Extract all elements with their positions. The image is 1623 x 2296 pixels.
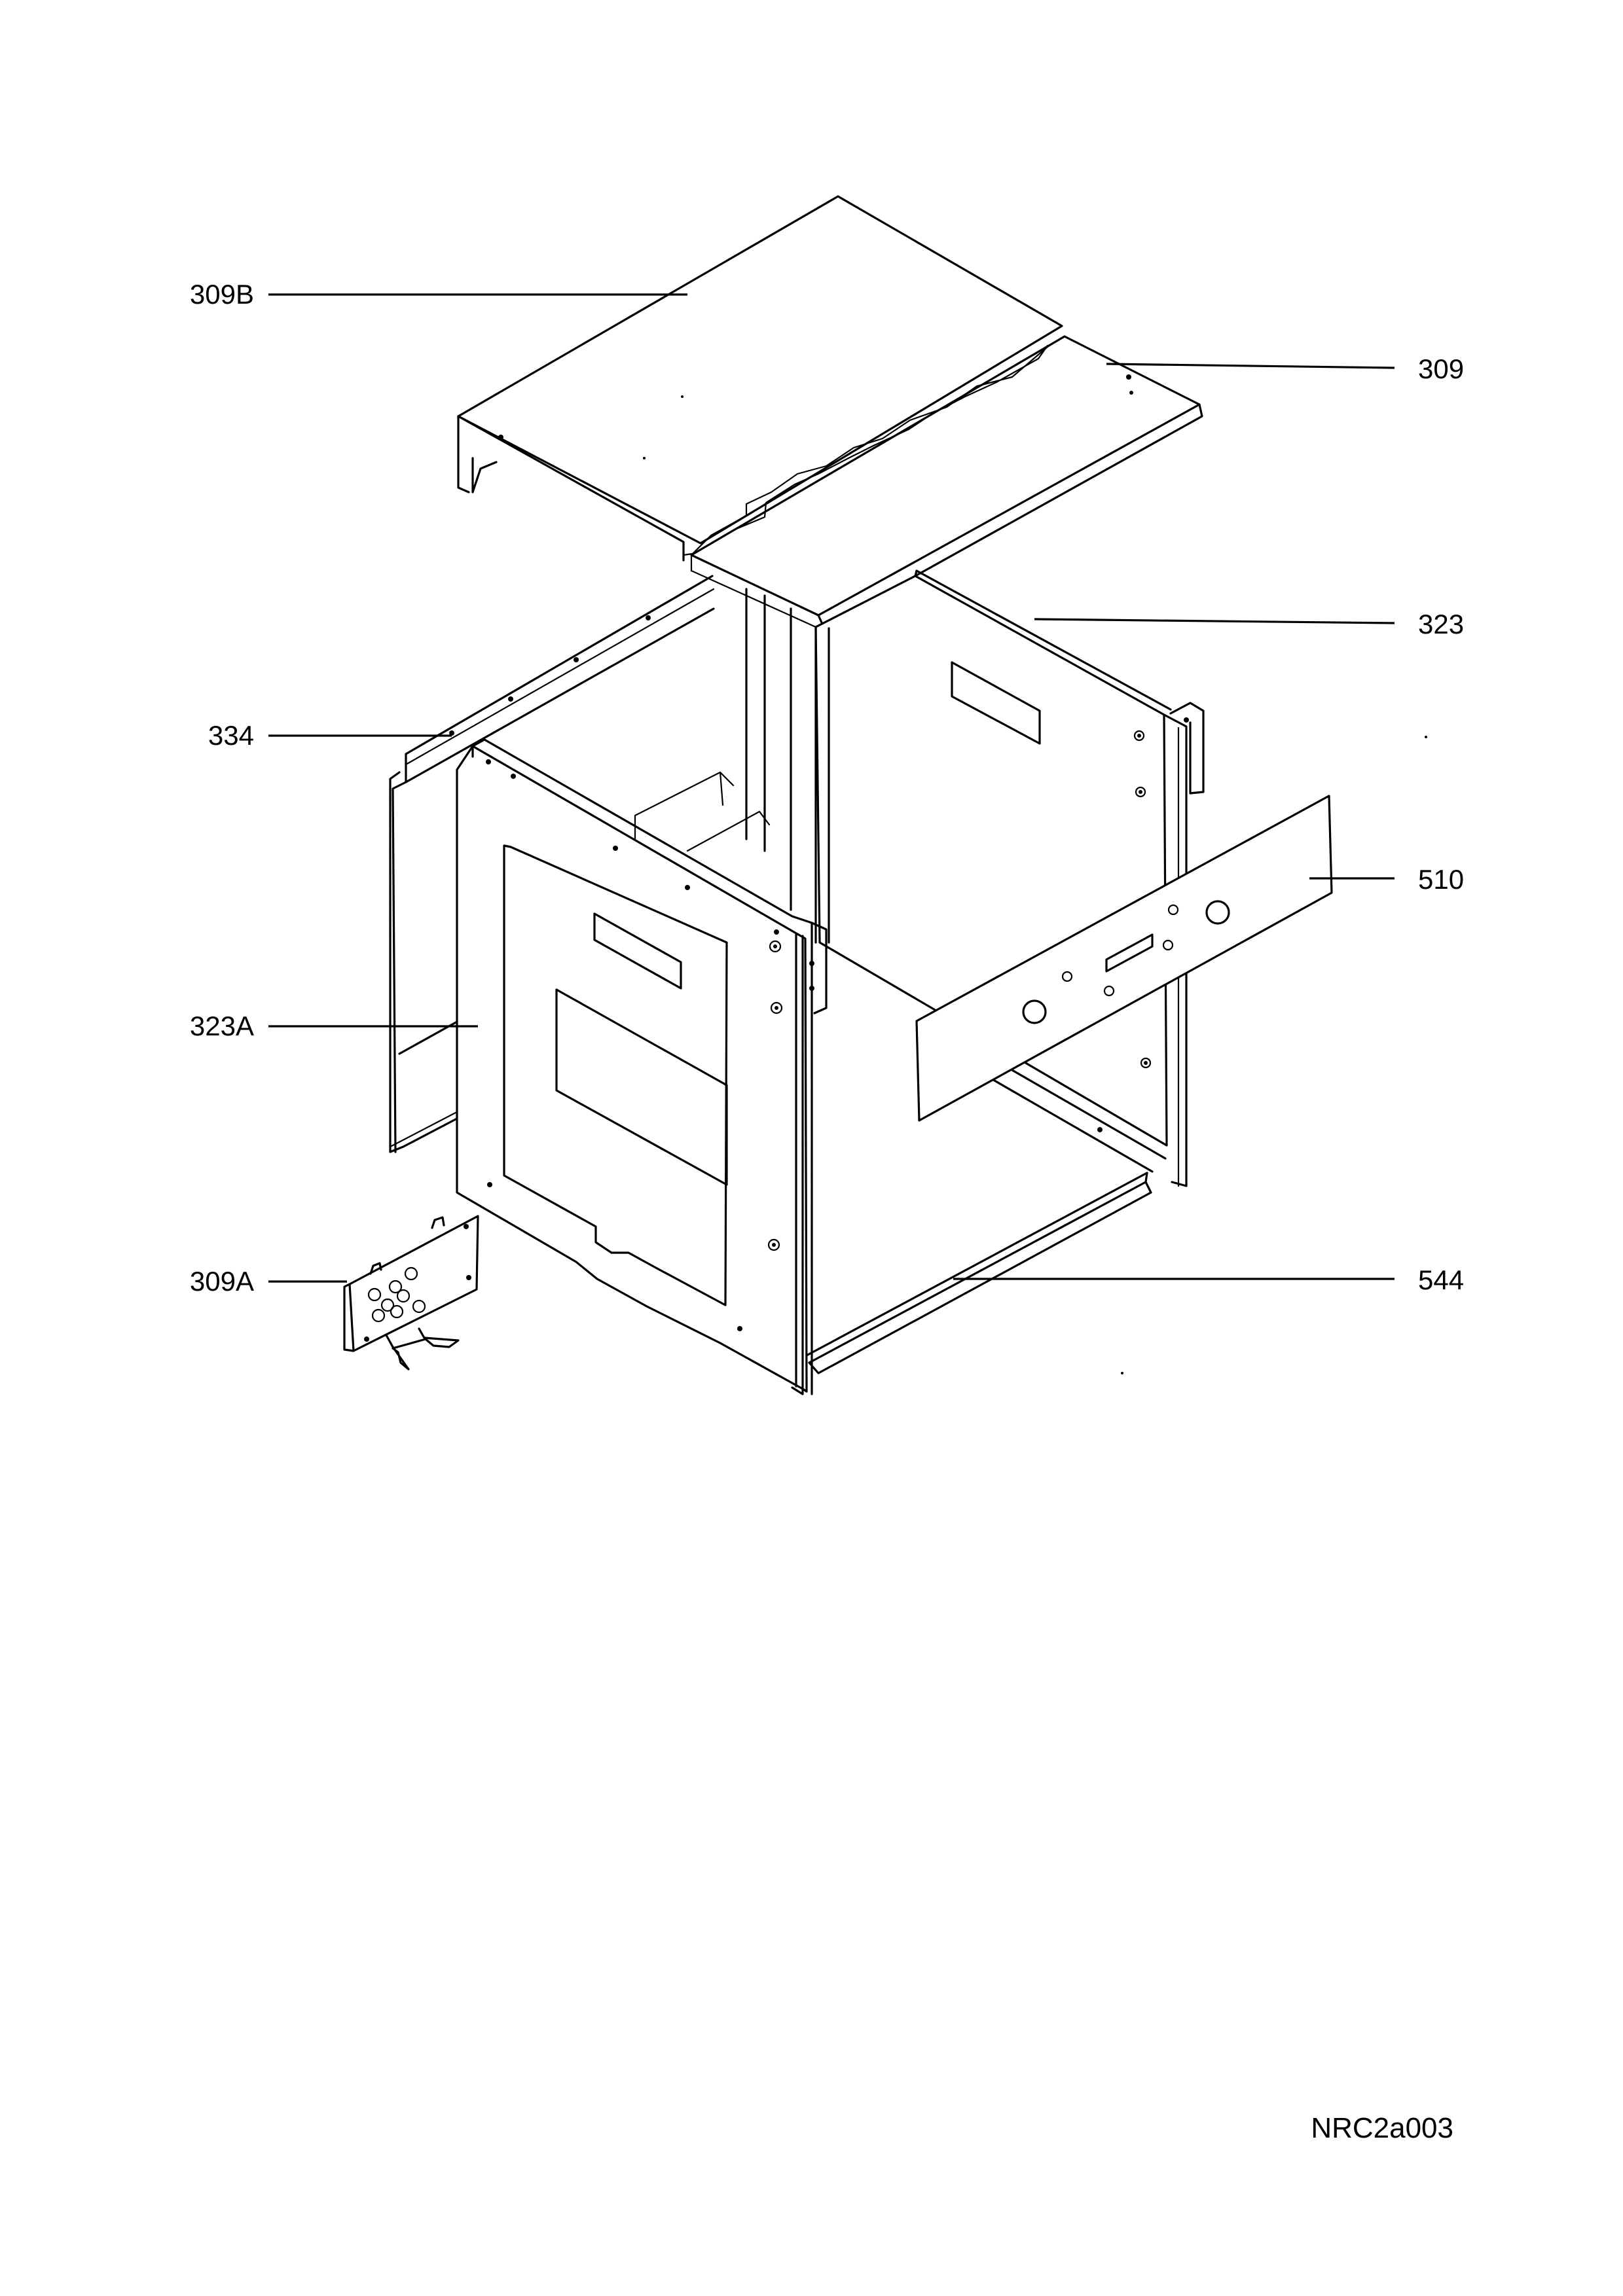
label-309b: 309B [190,279,254,310]
label-309: 309 [1418,353,1464,384]
leader-lines [268,293,1395,1283]
vent-bracket-part [343,1215,479,1371]
label-334: 334 [208,720,254,751]
leader-309 [1106,363,1395,369]
drawing-reference-code: NRC2a003 [1311,2112,1453,2144]
front-frame-strip-part [389,575,715,1153]
left-side-panel-part [456,738,828,1395]
leader-323 [1034,618,1395,624]
part-labels: 309B 309 323 334 510 323A 544 309A [190,279,1464,1297]
label-544: 544 [1418,1265,1464,1295]
top-cover-right-part [690,335,1203,628]
label-323a: 323A [190,1011,254,1041]
control-panel-part [915,795,1333,1122]
label-323: 323 [1418,609,1464,639]
label-510: 510 [1418,864,1464,895]
rear-frame-part [634,588,792,911]
label-309a: 309A [190,1266,254,1297]
right-side-panel-part [814,569,1205,1187]
bottom-rail-part [804,1059,1167,1374]
top-cover-left-part [457,195,1063,562]
